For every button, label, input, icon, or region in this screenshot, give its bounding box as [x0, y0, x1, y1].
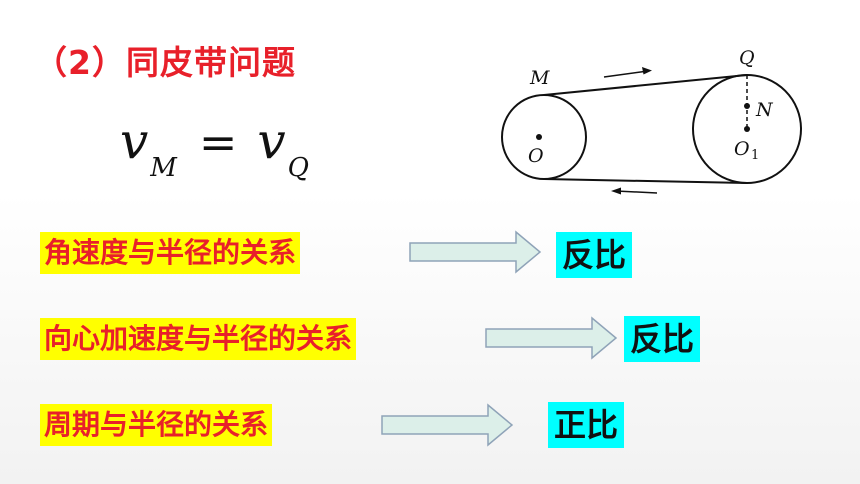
- arrow-right-icon: [603, 67, 652, 78]
- answer-inverse-1: 反比: [556, 232, 633, 278]
- label-m: M: [529, 67, 550, 89]
- label-o1: O: [734, 138, 750, 160]
- belt-top: [543, 74, 748, 96]
- row-label-centripetal-acceleration: 向心加速度与半径的关系: [40, 318, 357, 360]
- point-n-dot: [744, 103, 750, 109]
- label-o: O: [528, 145, 544, 167]
- small-wheel: [501, 94, 587, 180]
- row-label-angular-velocity: 角速度与半径的关系: [40, 232, 301, 274]
- arrow-left-icon: [611, 187, 658, 195]
- formula-v-right: v: [257, 112, 286, 170]
- label-n: N: [755, 99, 774, 121]
- answer-inverse-2: 反比: [624, 316, 701, 362]
- belt-pulley-diagram: M Q N O O 1: [492, 44, 812, 200]
- right-arrow-icon: [381, 403, 514, 447]
- velocity-formula: vM=vQ: [120, 112, 309, 183]
- belt-pulley-svg: M Q N O O 1: [501, 47, 802, 195]
- row-label-period: 周期与半径的关系: [40, 404, 273, 446]
- center-o1-dot: [744, 126, 750, 132]
- right-arrow-icon: [485, 316, 618, 360]
- belt-bottom: [543, 178, 748, 184]
- page-title: （2）同皮带问题: [34, 43, 296, 82]
- formula-v-left: v: [120, 112, 149, 170]
- label-o1-subscript: 1: [751, 148, 759, 163]
- formula-sub-q: Q: [287, 153, 309, 183]
- right-arrow-icon: [409, 230, 542, 274]
- center-o-dot: [536, 134, 542, 140]
- answer-direct: 正比: [548, 402, 625, 448]
- formula-equals: =: [198, 115, 238, 169]
- label-q: Q: [739, 47, 755, 69]
- formula-sub-m: M: [150, 153, 177, 183]
